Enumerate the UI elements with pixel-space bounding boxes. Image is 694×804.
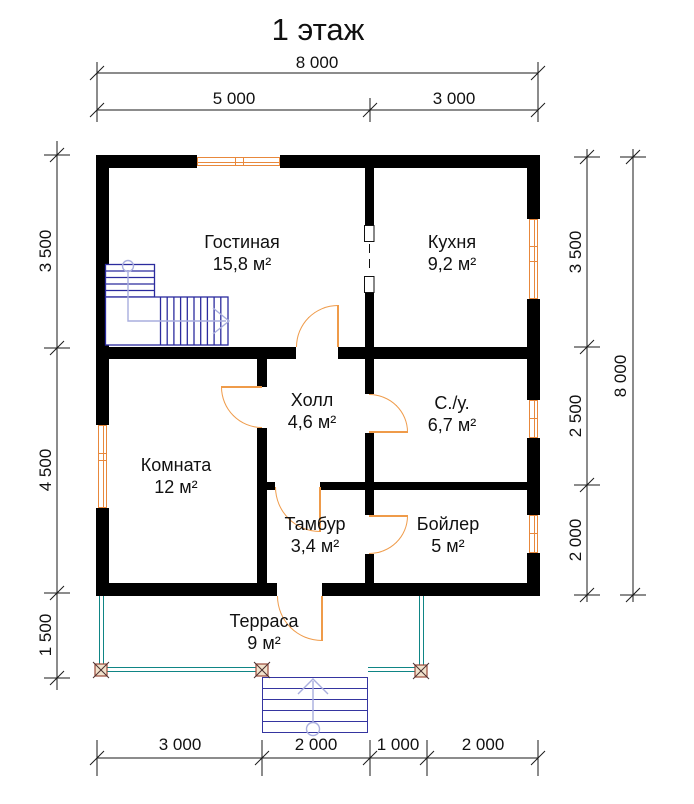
dim-lines-left xyxy=(44,141,70,690)
dim-left-seg3: 1 500 xyxy=(36,613,55,657)
door-swing-arc-room xyxy=(221,387,262,428)
window-kitchen-right xyxy=(529,219,538,299)
window-mullion xyxy=(533,516,535,552)
opening-living-hall-door xyxy=(296,347,338,359)
wall-interior-vestibule-stub xyxy=(267,482,275,490)
room-name: Бойлер xyxy=(416,514,480,534)
step-tread xyxy=(263,709,367,711)
window-divider xyxy=(243,158,244,165)
room-name: Кухня xyxy=(427,232,477,252)
window-living-top xyxy=(197,157,280,166)
window-divider xyxy=(235,158,236,165)
window-divider xyxy=(530,261,537,262)
step-tread xyxy=(263,698,367,700)
room-label-boiler: Бойлер 5 м² xyxy=(417,513,479,557)
window-divider xyxy=(530,246,537,247)
dim-bottom-seg4: 2 000 xyxy=(461,735,505,754)
step-tread xyxy=(263,687,367,689)
room-area: 15,8 м² xyxy=(212,254,272,274)
dim-bottom-seg3: 1 000 xyxy=(376,735,420,754)
door-swing-arc-bathroom xyxy=(369,394,408,432)
dim-right-overall: 8 000 xyxy=(611,354,630,398)
window-divider xyxy=(530,418,537,419)
window-mullion xyxy=(533,401,535,437)
window-divider xyxy=(99,453,106,454)
opening-kitchen-doorway xyxy=(365,225,374,293)
door-leaf-terrace xyxy=(321,596,323,641)
terrace-railing-right xyxy=(419,596,424,670)
door-leaf-vestibule xyxy=(319,487,321,532)
wall-interior-vestibule-right xyxy=(320,482,365,490)
door-swing-arc-living-hall xyxy=(296,305,338,347)
opening-room-door xyxy=(257,387,267,428)
room-name: Холл xyxy=(290,390,334,410)
room-name: Тамбур xyxy=(284,514,346,534)
door-swing-arc-boiler xyxy=(369,516,408,554)
room-name: Терраса xyxy=(229,611,299,631)
room-label-room: Комната 12 м² xyxy=(141,454,211,498)
dim-right-seg1: 3 500 xyxy=(566,230,585,274)
door-leaf-boiler xyxy=(369,515,408,517)
door-leaf-living-hall xyxy=(337,305,339,347)
wall-interior-bathroom-boiler xyxy=(374,482,527,490)
wall-exterior-top xyxy=(96,155,540,168)
room-area: 12 м² xyxy=(154,477,198,497)
window-divider xyxy=(99,460,106,461)
opening-terrace-door xyxy=(277,583,322,596)
wall-exterior-left xyxy=(96,155,109,596)
room-name: С./у. xyxy=(434,393,470,413)
dim-right-seg3: 2 000 xyxy=(566,518,585,562)
room-label-terrace: Терраса 9 м² xyxy=(229,610,298,654)
room-name: Комната xyxy=(140,455,212,475)
room-area: 3,4 м² xyxy=(290,536,340,556)
entry-steps xyxy=(262,677,368,733)
door-leaf-bathroom xyxy=(369,431,408,433)
window-room-left xyxy=(98,425,107,508)
dim-top-seg1: 5 000 xyxy=(212,89,256,108)
room-area: 9 м² xyxy=(247,633,281,653)
wall-interior-main-vertical xyxy=(365,168,374,583)
room-name: Гостиная xyxy=(204,232,280,252)
wall-interior-room-right xyxy=(257,359,267,583)
room-area: 9,2 м² xyxy=(427,254,477,274)
terrace-railing-left xyxy=(99,596,104,670)
room-label-vestibule: Тамбур 3,4 м² xyxy=(284,513,345,557)
window-mullion xyxy=(533,220,535,298)
room-label-bathroom: С./у. 6,7 м² xyxy=(428,392,476,436)
room-label-hall: Холл 4,6 м² xyxy=(288,389,336,433)
staircase xyxy=(104,263,229,346)
terrace-railing-bottom-left xyxy=(99,667,263,672)
door-leaf-room xyxy=(221,386,262,388)
page-title: 1 этаж xyxy=(271,12,365,47)
window-boiler-right xyxy=(529,515,538,553)
room-label-living: Гостиная 15,8 м² xyxy=(204,231,280,275)
window-divider xyxy=(530,533,537,534)
room-area: 5 м² xyxy=(431,536,465,556)
window-mullion xyxy=(198,161,279,163)
dim-top-overall: 8 000 xyxy=(295,53,339,72)
step-tread xyxy=(263,720,367,722)
dim-left-seg1: 3 500 xyxy=(36,229,55,273)
dim-left-seg2: 4 500 xyxy=(36,448,55,492)
window-mullion xyxy=(102,426,104,507)
room-area: 6,7 м² xyxy=(427,415,477,435)
dim-top-seg2: 3 000 xyxy=(432,89,476,108)
terrace-railing-bottom-right xyxy=(368,667,424,672)
window-bathroom-right xyxy=(529,400,538,438)
dim-bottom-seg1: 3 000 xyxy=(158,735,202,754)
room-area: 4,6 м² xyxy=(287,412,337,432)
dim-bottom-seg2: 2 000 xyxy=(294,735,338,754)
dim-right-seg2: 2 500 xyxy=(566,394,585,438)
room-label-kitchen: Кухня 9,2 м² xyxy=(428,231,476,275)
